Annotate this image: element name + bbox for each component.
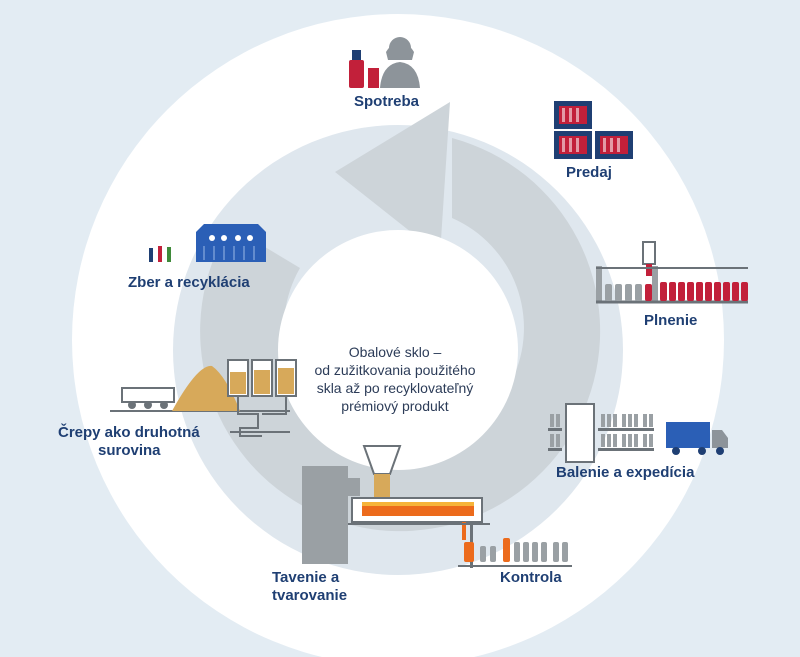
- bottle-inspection-icon: [458, 522, 572, 568]
- center-disc: [278, 230, 518, 470]
- center-caption-line2: od zužitkovania použitého: [314, 362, 476, 378]
- label-retail: Predaj: [566, 164, 612, 181]
- label-inspection: Kontrola: [500, 569, 562, 586]
- label-packaging: Balenie a expedícia: [556, 464, 695, 481]
- recycling-container-icon: [149, 224, 266, 262]
- label-collection: Zber a recyklácia: [128, 274, 250, 291]
- center-caption-line3: skla až po recyklovateľný: [316, 380, 474, 396]
- shelves-and-truck-icon: [548, 403, 728, 463]
- label-melting-line1: Tavenie a: [272, 569, 340, 586]
- label-filling: Plnenie: [644, 312, 698, 329]
- wine-crates-icon: [554, 101, 633, 159]
- bottle-filling-line-icon: [596, 241, 748, 304]
- label-consumption: Spotreba: [354, 93, 420, 110]
- center-caption-line1: Obalové sklo –: [348, 344, 442, 360]
- center-caption: Obalové sklo – od zužitkovania použitého…: [305, 343, 485, 415]
- woman-with-bottle-icon: [349, 37, 420, 88]
- label-cullet-line2: surovina: [98, 442, 161, 459]
- glass-furnace-icon: [302, 445, 490, 564]
- cullet-pile-silos-icon: [110, 359, 297, 437]
- center-caption-line4: prémiový produkt: [341, 398, 449, 414]
- label-cullet-line1: Črepy ako druhotná: [58, 424, 200, 441]
- cycle-arrow: [200, 102, 601, 532]
- label-melting-line2: tvarovanie: [272, 587, 348, 604]
